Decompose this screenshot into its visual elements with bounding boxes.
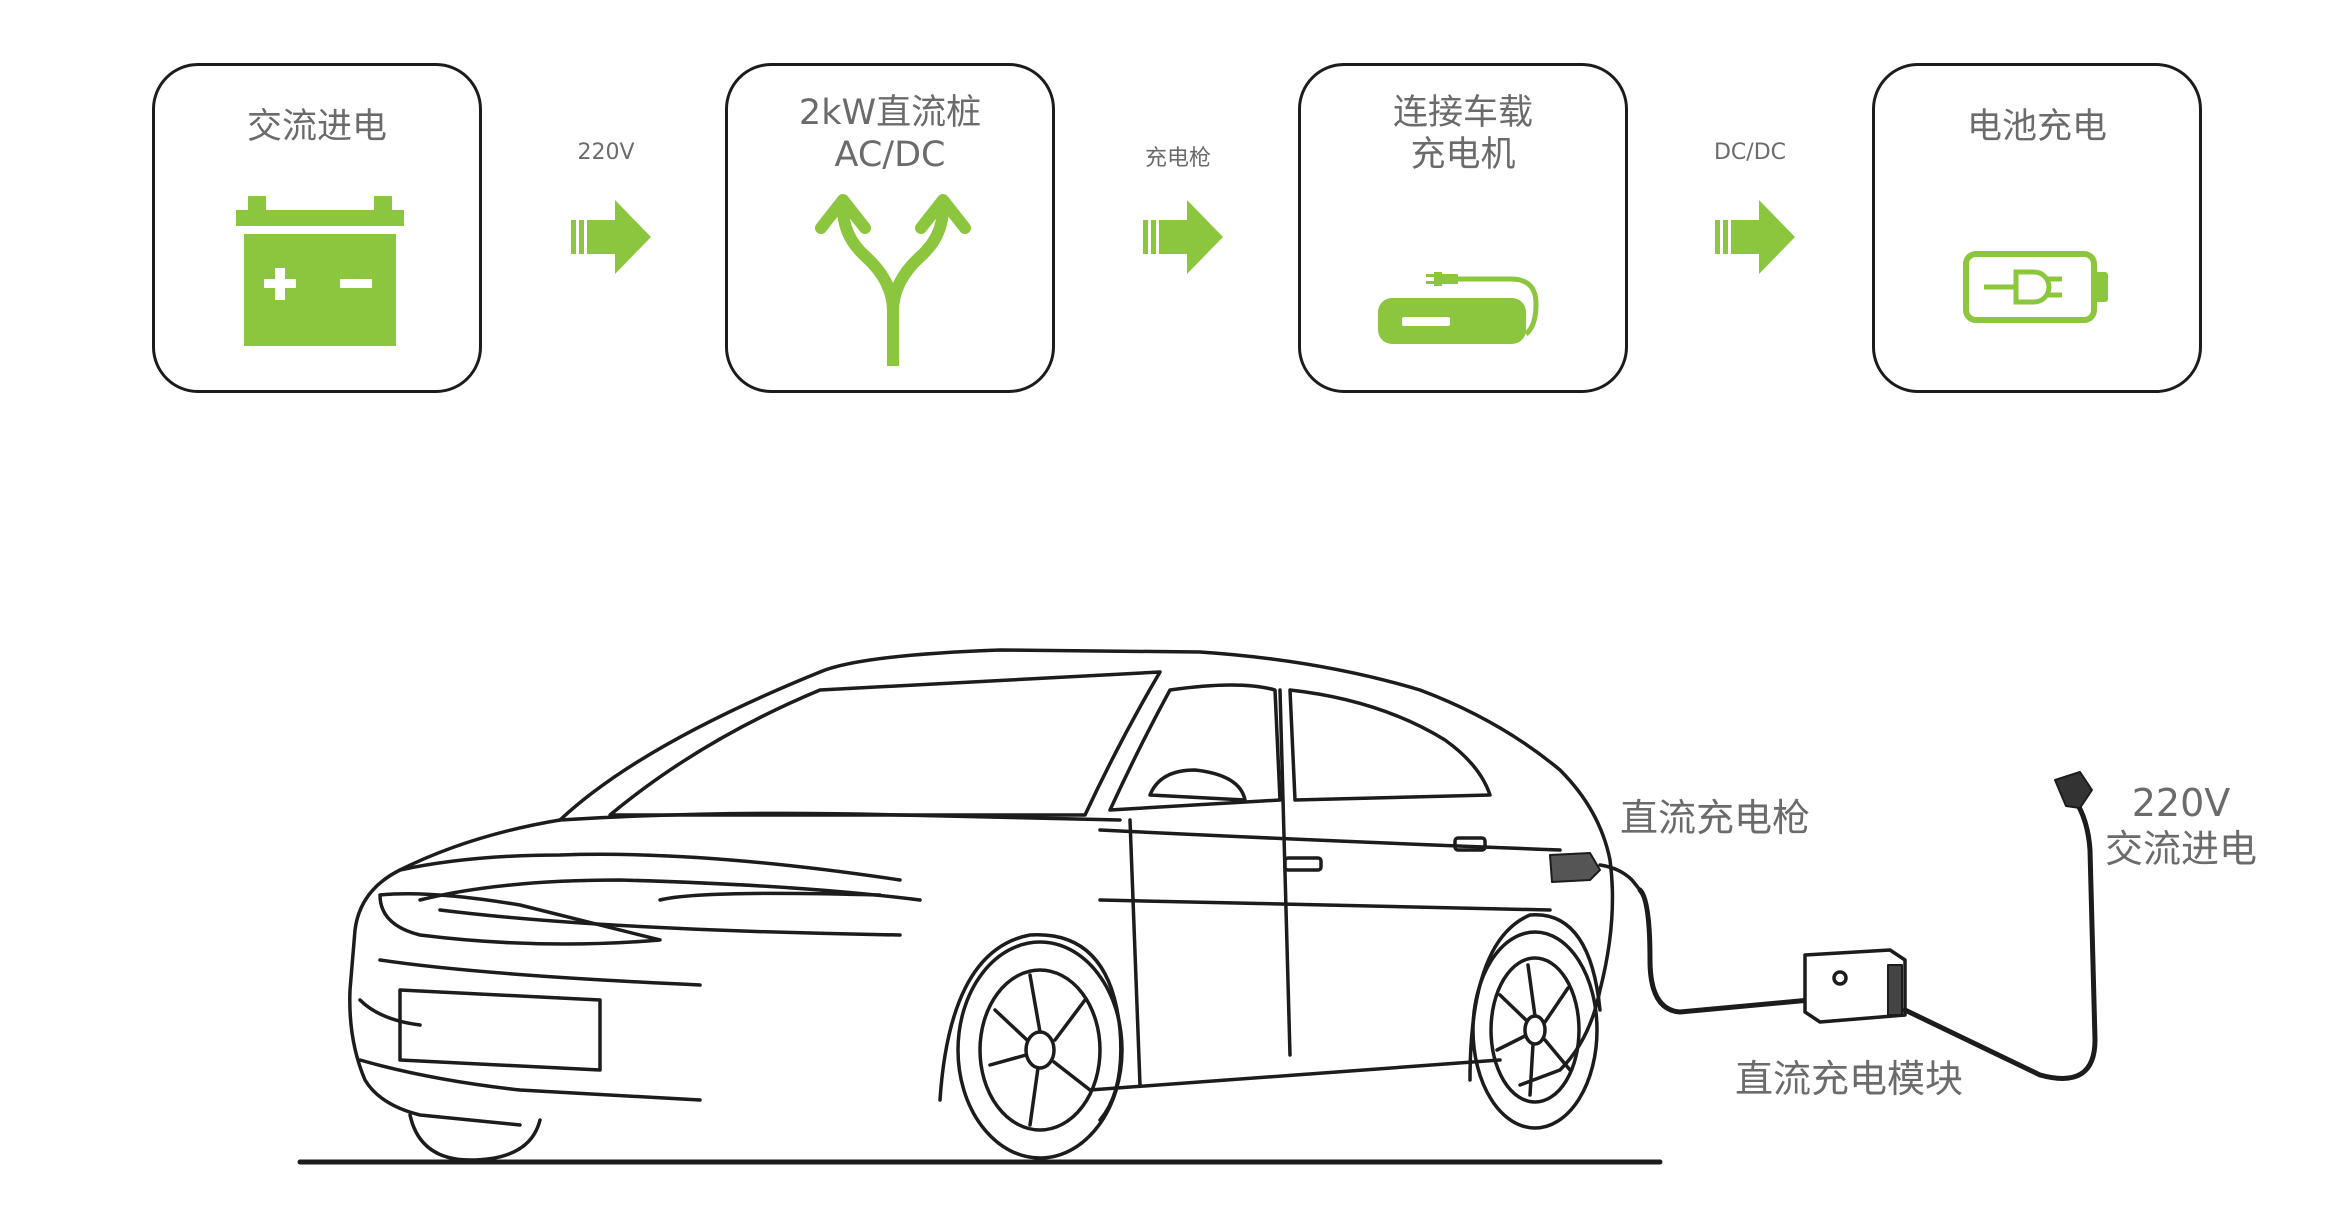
ac-input-cable [1902,797,2098,1081]
connector-label: 充电枪 [1144,146,1211,171]
module-label: 直流充电模块 [1735,1057,1964,1101]
ac-plug [2054,771,2093,809]
car-battery-icon [236,196,404,346]
rear-wheel [1471,930,1599,1130]
charging-cable [1637,887,1813,1015]
windshield [608,670,1162,817]
step-card-ac-input: 交流进电 [152,63,482,393]
dc-charging-module [1803,948,1907,1024]
front-grille [398,988,602,1072]
step-title: 电池充电 [1966,107,2107,147]
step-card-battery-charging: 电池充电 [1872,63,2202,393]
front-window [1108,683,1282,812]
connector-label: DC/DC [1713,140,1786,165]
step-title: 交流进电 [246,107,387,147]
right-arrow-icon [571,200,651,274]
step-card-onboard-charger: 连接车载 充电机 [1298,63,1628,393]
right-arrow-icon [1715,200,1795,274]
charger-power-bank-icon [1378,272,1539,344]
step-title: 连接车载 充电机 [1392,93,1533,175]
battery-plug-icon [1963,251,2108,323]
connector-dc-dc: DC/DC [1690,140,1810,280]
front-wheel [956,940,1124,1160]
headlight [378,892,662,946]
charging-gun [1549,852,1601,883]
connector-charging-gun: 充电枪 [1118,140,1238,280]
connector-label: 220V [577,140,635,165]
step-title: 2kW直流桩 AC/DC [798,93,982,175]
rear-window [1288,688,1492,802]
gun-label: 直流充电枪 [1620,796,1811,840]
connector-220v: 220V [546,140,666,280]
step-card-dc-pile: 2kW直流桩 AC/DC [725,63,1055,393]
right-arrow-icon [1143,200,1223,274]
ac-input-label: 220V 交流进电 [2105,781,2258,871]
split-arrows-icon [815,194,971,366]
car-body-outline [558,648,1615,1087]
